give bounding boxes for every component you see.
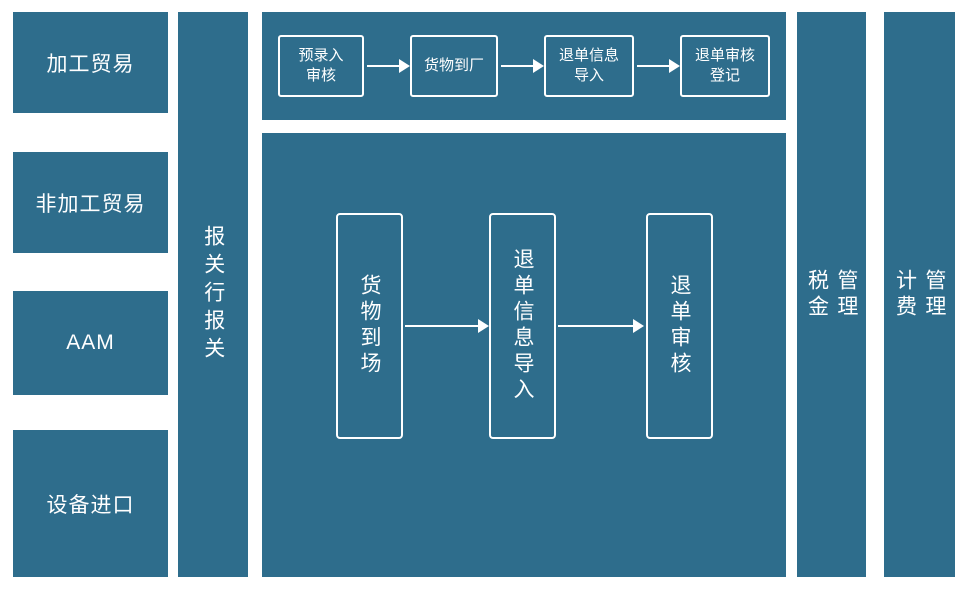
nav-item-equipment-import: 设备进口 xyxy=(13,430,168,577)
step-return-review-register: 退单审核 登记 xyxy=(680,35,770,97)
nav-item-non-processing-trade: 非加工贸易 xyxy=(13,152,168,253)
step-goods-arrive-factory: 货物到厂 xyxy=(410,35,498,97)
arrow-right-icon xyxy=(364,59,410,73)
step-return-info-import: 退单信息 导入 xyxy=(544,35,634,97)
column-tax-management: 税金 管理 xyxy=(797,12,866,577)
column-label: 计费 管理 xyxy=(893,268,946,321)
column-label: 报关行报关 xyxy=(201,224,225,365)
step-pre-entry-review: 预录入 审核 xyxy=(278,35,364,97)
arrow-right-icon xyxy=(634,59,680,73)
step-label: 退单信息导入 xyxy=(511,248,535,404)
step-return-info-import-main: 退单信息导入 xyxy=(489,213,556,439)
arrow-right-icon xyxy=(558,319,644,333)
nav-item-processing-trade: 加工贸易 xyxy=(13,12,168,113)
column-customs-broker-declaration: 报关行报关 xyxy=(178,12,248,577)
column-label: 税金 管理 xyxy=(805,268,858,321)
step-label: 退单审核 xyxy=(668,274,692,378)
arrow-right-icon xyxy=(405,319,489,333)
nav-item-aam: AAM xyxy=(13,291,168,395)
step-label: 货物到场 xyxy=(358,274,382,378)
step-goods-on-site: 货物到场 xyxy=(336,213,403,439)
step-return-review: 退单审核 xyxy=(646,213,713,439)
top-flow-strip: 预录入 审核 货物到厂 退单信息 导入 退单审核 登记 xyxy=(262,12,786,120)
main-flow-panel: 货物到场 退单信息导入 退单审核 xyxy=(262,133,786,577)
column-billing-management: 计费 管理 xyxy=(884,12,955,577)
arrow-right-icon xyxy=(498,59,544,73)
